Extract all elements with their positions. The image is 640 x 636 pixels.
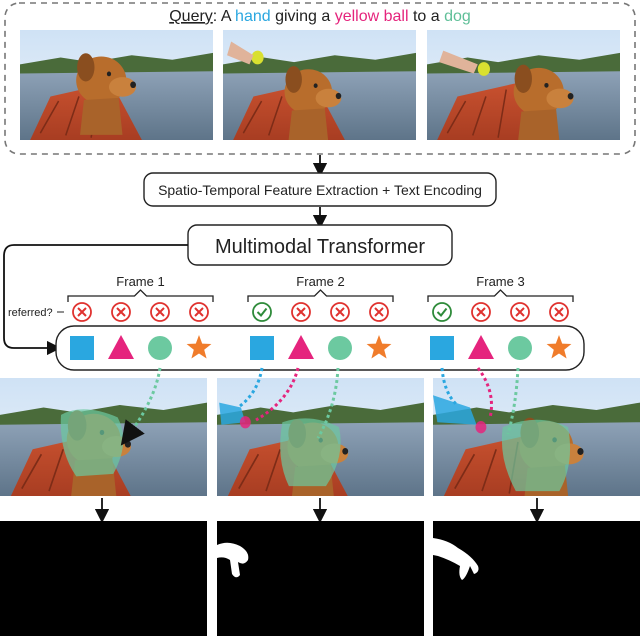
feature-extraction-box bbox=[143, 172, 497, 207]
output-mask-frame-2 bbox=[217, 521, 424, 636]
frame-brace-3 bbox=[427, 289, 574, 302]
query-label: Query bbox=[169, 8, 213, 25]
star-query-icon bbox=[186, 335, 212, 359]
check-icon bbox=[252, 302, 272, 322]
frame-brace-1 bbox=[67, 289, 214, 302]
cross-icon bbox=[111, 302, 131, 322]
frame-groups: Frame 1 Frame 2 Frame 3 bbox=[67, 274, 574, 322]
circle-query-icon bbox=[508, 336, 532, 360]
star-query-icon bbox=[366, 335, 392, 359]
result-frame-2 bbox=[217, 378, 424, 496]
dog-mask-arrow-frame-1 bbox=[120, 367, 162, 446]
cross-icon bbox=[150, 302, 170, 322]
query-frame-1 bbox=[20, 30, 213, 140]
cross-icon bbox=[291, 302, 311, 322]
cross-icon bbox=[189, 302, 209, 322]
query-frame-2 bbox=[223, 30, 416, 140]
result-frame-3 bbox=[433, 378, 640, 496]
cross-icon bbox=[549, 302, 569, 322]
dog-mask-arrow-frame-3 bbox=[506, 367, 520, 435]
query-text: Query: A hand giving a yellow ball to a … bbox=[169, 8, 471, 25]
circle-query-icon bbox=[328, 336, 352, 360]
arrow-transformer-to-queries bbox=[3, 244, 188, 356]
output-mask-frame-3 bbox=[433, 521, 640, 636]
frame-label-2: Frame 2 bbox=[296, 274, 344, 289]
frame-label-1: Frame 1 bbox=[116, 274, 164, 289]
ball-mask-arrow-frame-3 bbox=[476, 367, 493, 419]
cross-icon bbox=[471, 302, 491, 322]
feature-extraction-label: Spatio-Temporal Feature Extraction + Tex… bbox=[158, 182, 482, 198]
cross-icon bbox=[330, 302, 350, 322]
query-hand: hand bbox=[235, 8, 271, 25]
triangle-query-icon bbox=[288, 335, 314, 359]
square-query-icon bbox=[250, 336, 274, 360]
dog-mask-arrow-frame-2 bbox=[316, 367, 340, 439]
star-query-icon bbox=[546, 335, 572, 359]
triangle-query-icon bbox=[108, 335, 134, 359]
square-query-icon bbox=[70, 336, 94, 360]
cross-icon bbox=[72, 302, 92, 322]
referred-label: referred? bbox=[8, 307, 53, 319]
object-queries bbox=[70, 335, 572, 360]
transformer-label: Multimodal Transformer bbox=[215, 236, 425, 258]
cross-icon bbox=[369, 302, 389, 322]
hand-mask-arrow-frame-3 bbox=[440, 367, 458, 406]
square-query-icon bbox=[430, 336, 454, 360]
result-frame-1 bbox=[0, 378, 207, 496]
cross-icon bbox=[510, 302, 530, 322]
frame-label-3: Frame 3 bbox=[476, 274, 524, 289]
query-frame-3 bbox=[427, 30, 620, 140]
triangle-query-icon bbox=[468, 335, 494, 359]
circle-query-icon bbox=[148, 336, 172, 360]
output-mask-frame-1 bbox=[0, 521, 207, 636]
query-ball: yellow ball bbox=[335, 8, 409, 25]
query-box bbox=[4, 2, 636, 155]
object-queries-container bbox=[55, 325, 585, 371]
check-icon bbox=[432, 302, 452, 322]
ball-mask-arrow-frame-2 bbox=[255, 367, 300, 422]
frame-brace-2 bbox=[247, 289, 394, 302]
query-dog: dog bbox=[444, 8, 471, 25]
